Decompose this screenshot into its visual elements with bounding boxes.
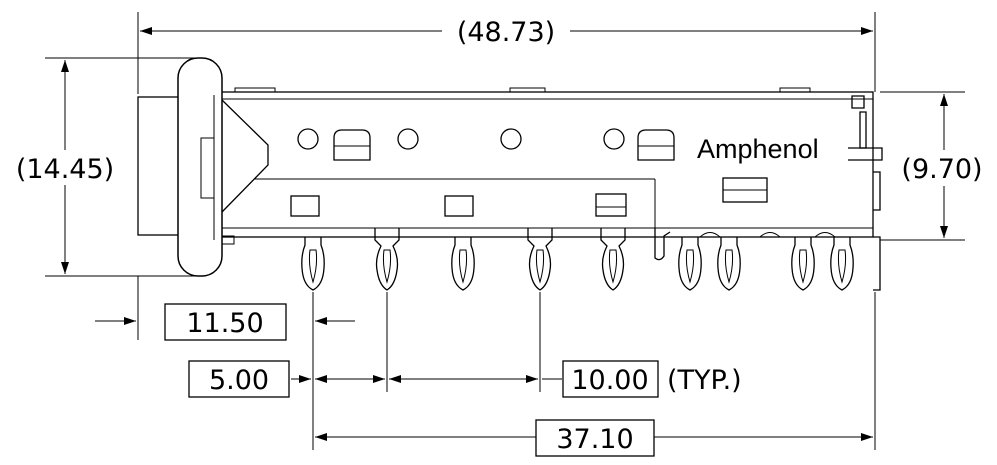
front-bezel [177,57,223,277]
rear-foot [873,236,881,291]
dim-box [562,360,659,398]
press-fit-pin [301,237,325,291]
mounting-hole [297,128,319,150]
dim-first-pitch: 5.00 [209,365,269,396]
mounting-hole [603,128,625,150]
vent-window [595,193,627,217]
press-fit-pin [678,237,702,291]
mounting-hole [500,128,522,150]
latch-window [333,129,371,161]
dim-pin-span: 37.10 [556,424,633,455]
press-fit-pin [527,228,553,291]
front-port [137,96,184,236]
dim-box [164,303,287,341]
dim-body-height: (9.70) [901,154,982,185]
press-fit-pin [600,228,626,291]
press-fit-pin [717,237,741,291]
rear-corner [851,95,865,109]
mounting-hole [397,128,419,150]
latch-window [637,129,675,161]
connector-body: Amphenol [137,57,883,291]
dim-typ-note: (TYP.) [667,365,742,396]
dim-box [188,360,290,398]
top-tab [234,87,276,92]
top-tab [509,87,546,92]
vent-window [444,195,474,217]
press-fit-pin [451,237,475,291]
dim-front-offset: 11.50 [186,308,263,339]
dim-box [535,419,655,457]
brand-logo: Amphenol [697,134,819,164]
press-fit-pin [374,228,400,291]
dim-overall-length: (48.73) [457,17,555,48]
cage-outline [217,91,874,238]
ground-hook [654,228,671,261]
press-fit-pin [791,237,815,291]
dimension-lines: (48.73) (14.45) (9.70) 11.50 5.00 10.00 [16,12,983,457]
rear-tab [848,147,883,161]
latch-wedge [221,99,269,213]
dim-pin-pitch: 10.00 [571,365,648,396]
compliant-pins [301,228,854,291]
vent-window [290,195,320,217]
top-tab [779,87,811,92]
dim-overall-height: (14.45) [16,154,114,185]
press-fit-pin [830,237,854,291]
